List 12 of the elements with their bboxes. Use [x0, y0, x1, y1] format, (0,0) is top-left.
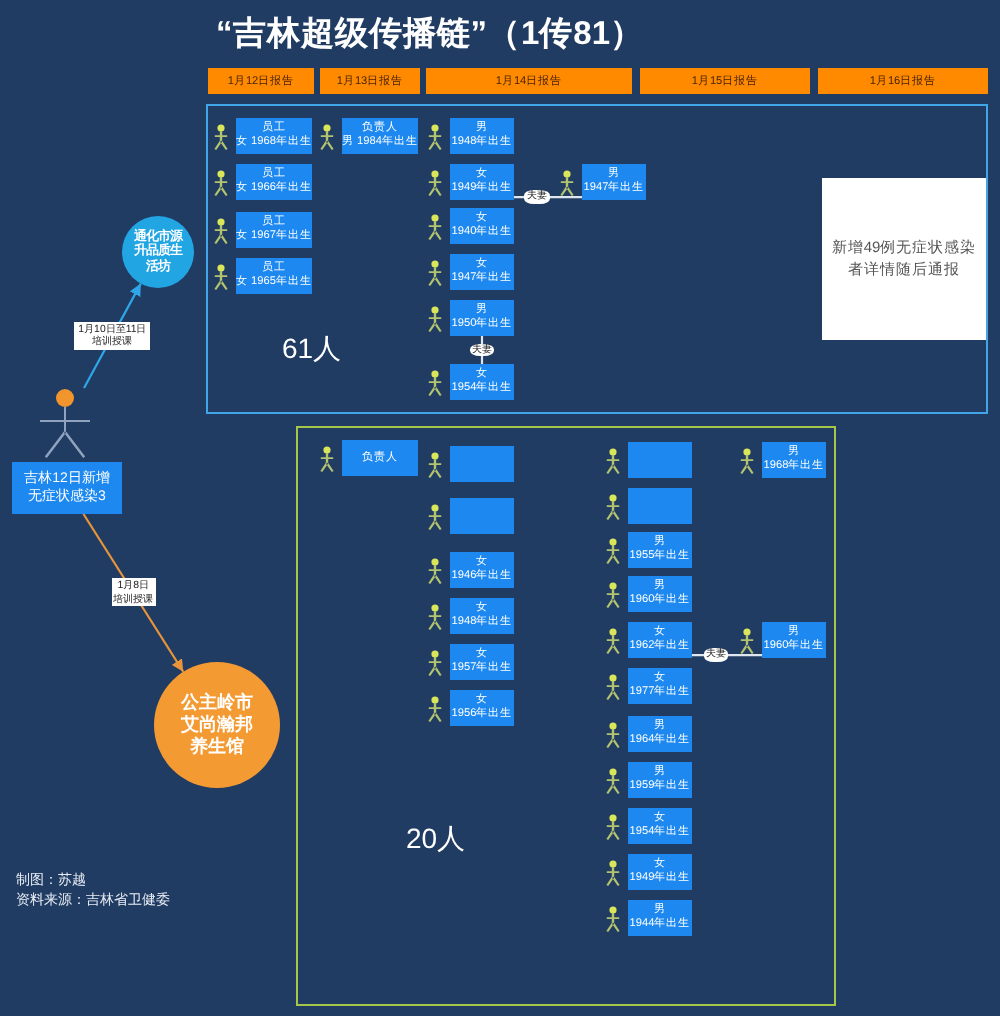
case-box: [450, 498, 514, 534]
case-box: [450, 446, 514, 482]
group-frame: [296, 426, 836, 1006]
venue-circle: 公主岭市艾尚瀚邦养生馆: [154, 662, 280, 788]
title: “吉林超级传播链”（1传81）: [216, 14, 645, 54]
count-label: 61人: [282, 332, 342, 364]
case-box: [628, 442, 692, 478]
group-frame: [206, 104, 988, 414]
arrow: [82, 513, 185, 673]
case-box: [628, 488, 692, 524]
count-label: 20人: [406, 822, 466, 854]
person-icon: [38, 388, 92, 458]
